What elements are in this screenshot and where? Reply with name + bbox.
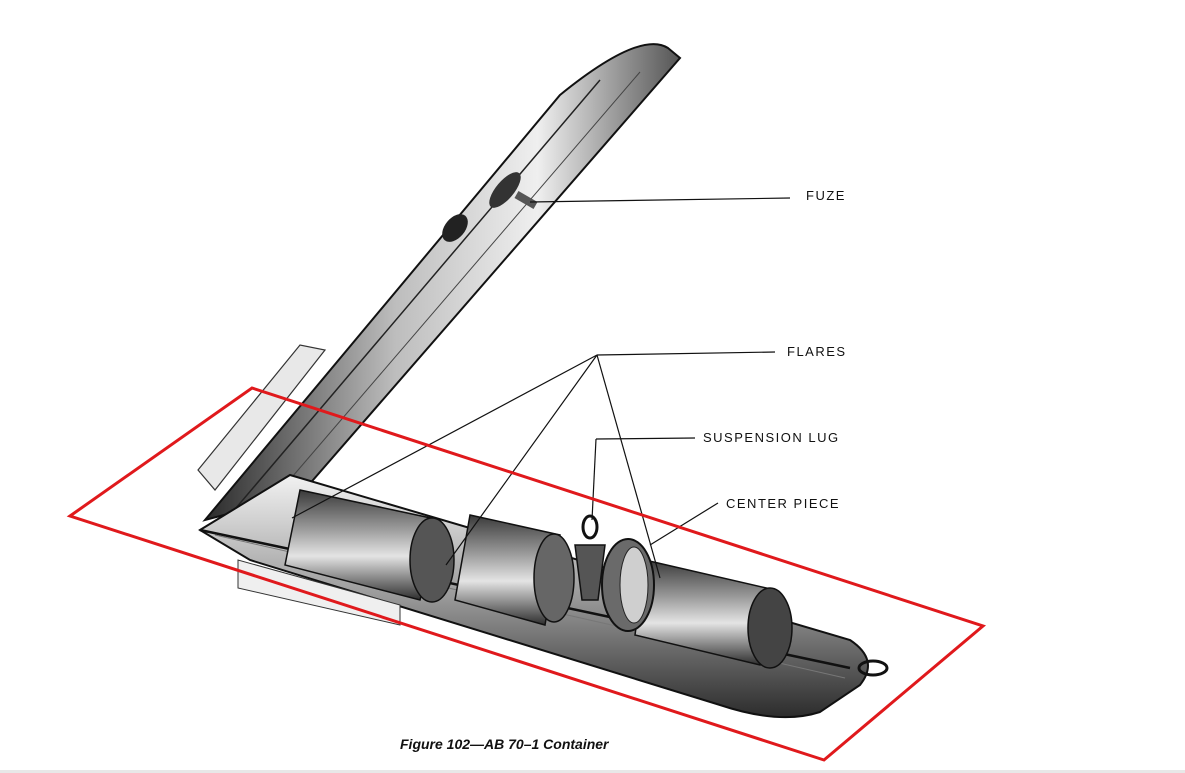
center-piece	[601, 538, 655, 632]
highlight-box	[66, 386, 987, 762]
flare-cylinder	[454, 514, 575, 626]
label-center-piece: CENTER PIECE	[726, 496, 841, 511]
flare-cylinder	[284, 489, 455, 603]
label-flares: FLARES	[787, 344, 847, 359]
fuze-mechanism	[442, 172, 538, 242]
leader-lines	[291, 197, 791, 579]
bottom-divider	[0, 770, 1185, 773]
container-lid	[197, 43, 682, 522]
label-fuze: FUZE	[806, 188, 846, 203]
suspension-lug	[574, 514, 606, 601]
figure-caption: Figure 102—AB 70–1 Container	[400, 736, 609, 752]
label-suspension-lug: SUSPENSION LUG	[703, 430, 840, 445]
flare-cylinder	[634, 559, 793, 669]
